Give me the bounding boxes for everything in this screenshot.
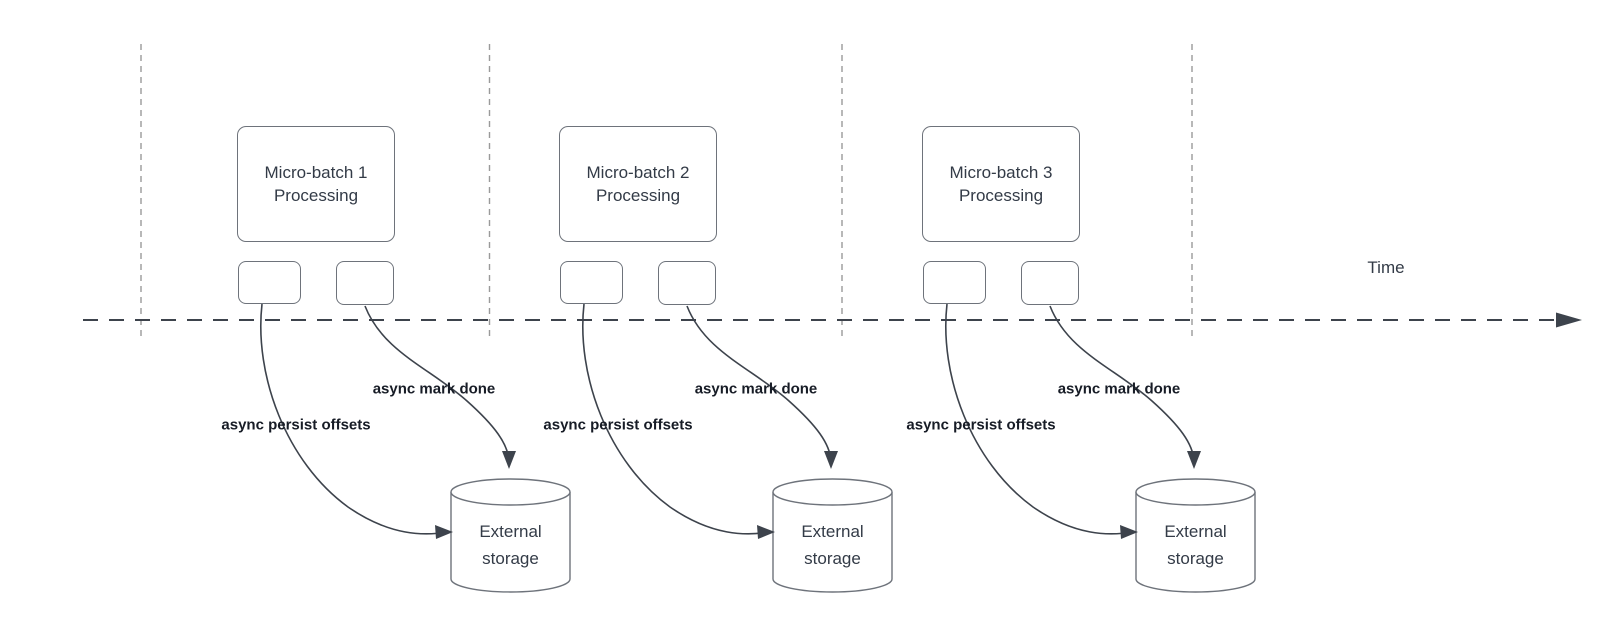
mark-done-arrowhead-icon <box>824 451 838 469</box>
batch-1-graphics <box>260 303 571 593</box>
micro-batch-1-processing-box: Micro-batch 1 Processing <box>237 126 395 242</box>
external-storage-cylinder-body <box>1135 492 1256 593</box>
external-storage-cylinder-top <box>450 478 571 506</box>
persist-offsets-arrow-label: async persist offsets <box>543 416 693 434</box>
mark-done-task-box <box>1021 261 1079 305</box>
mark-done-arrow <box>364 305 510 462</box>
external-storage-cylinder-body <box>772 492 893 593</box>
time-axis-label: Time <box>1367 258 1405 277</box>
persist-offsets-arrowhead-icon <box>757 525 775 539</box>
mark-done-task-box <box>658 261 716 305</box>
external-storage-cylinder-top <box>1135 478 1256 506</box>
persist-offsets-arrowhead-icon <box>435 525 453 539</box>
mark-done-arrowhead-icon <box>1187 451 1201 469</box>
persist-offsets-arrow <box>945 303 1134 535</box>
mark-done-arrow <box>1049 305 1195 462</box>
micro-batch-title-line1: Micro-batch 3 <box>949 163 1053 182</box>
micro-batch-title-line1: Micro-batch 1 <box>264 163 368 182</box>
micro-batch-title-line2: Processing <box>958 186 1044 205</box>
external-storage-cylinder-body <box>450 492 571 593</box>
external-storage-label: External storage <box>773 518 892 572</box>
mark-done-task-box <box>336 261 394 305</box>
external-storage-label-line2: storage <box>804 549 861 568</box>
persist-offsets-task-box <box>923 261 986 304</box>
micro-batch-title-line1: Micro-batch 2 <box>586 163 690 182</box>
time-axis-arrowhead-icon <box>1556 312 1582 328</box>
micro-batch-2-processing-box: Micro-batch 2 Processing <box>559 126 717 242</box>
mark-done-arrow-label: async mark done <box>694 380 818 398</box>
persist-offsets-arrowhead-icon <box>1120 525 1138 539</box>
mark-done-arrow-label: async mark done <box>1057 380 1181 398</box>
external-storage-label-line1: External <box>479 522 542 541</box>
persist-offsets-arrow-label: async persist offsets <box>221 416 371 434</box>
micro-batch-title-line2: Processing <box>273 186 359 205</box>
persist-offsets-task-box <box>238 261 301 304</box>
micro-batch-3-processing-box: Micro-batch 3 Processing <box>922 126 1080 242</box>
external-storage-label-line2: storage <box>1167 549 1224 568</box>
batch-3-graphics <box>945 303 1256 593</box>
mark-done-arrow-label: async mark done <box>372 380 496 398</box>
external-storage-label: External storage <box>1136 518 1255 572</box>
external-storage-cylinder-top <box>772 478 893 506</box>
persist-offsets-arrow <box>260 303 449 535</box>
persist-offsets-task-box <box>560 261 623 304</box>
micro-batch-title-line2: Processing <box>595 186 681 205</box>
external-storage-label-line1: External <box>801 522 864 541</box>
mark-done-arrowhead-icon <box>502 451 516 469</box>
persist-offsets-arrow-label: async persist offsets <box>906 416 1056 434</box>
external-storage-label: External storage <box>451 518 570 572</box>
persist-offsets-arrow <box>582 303 771 535</box>
mark-done-arrow <box>686 305 832 462</box>
batch-2-graphics <box>582 303 893 593</box>
external-storage-label-line1: External <box>1164 522 1227 541</box>
external-storage-label-line2: storage <box>482 549 539 568</box>
